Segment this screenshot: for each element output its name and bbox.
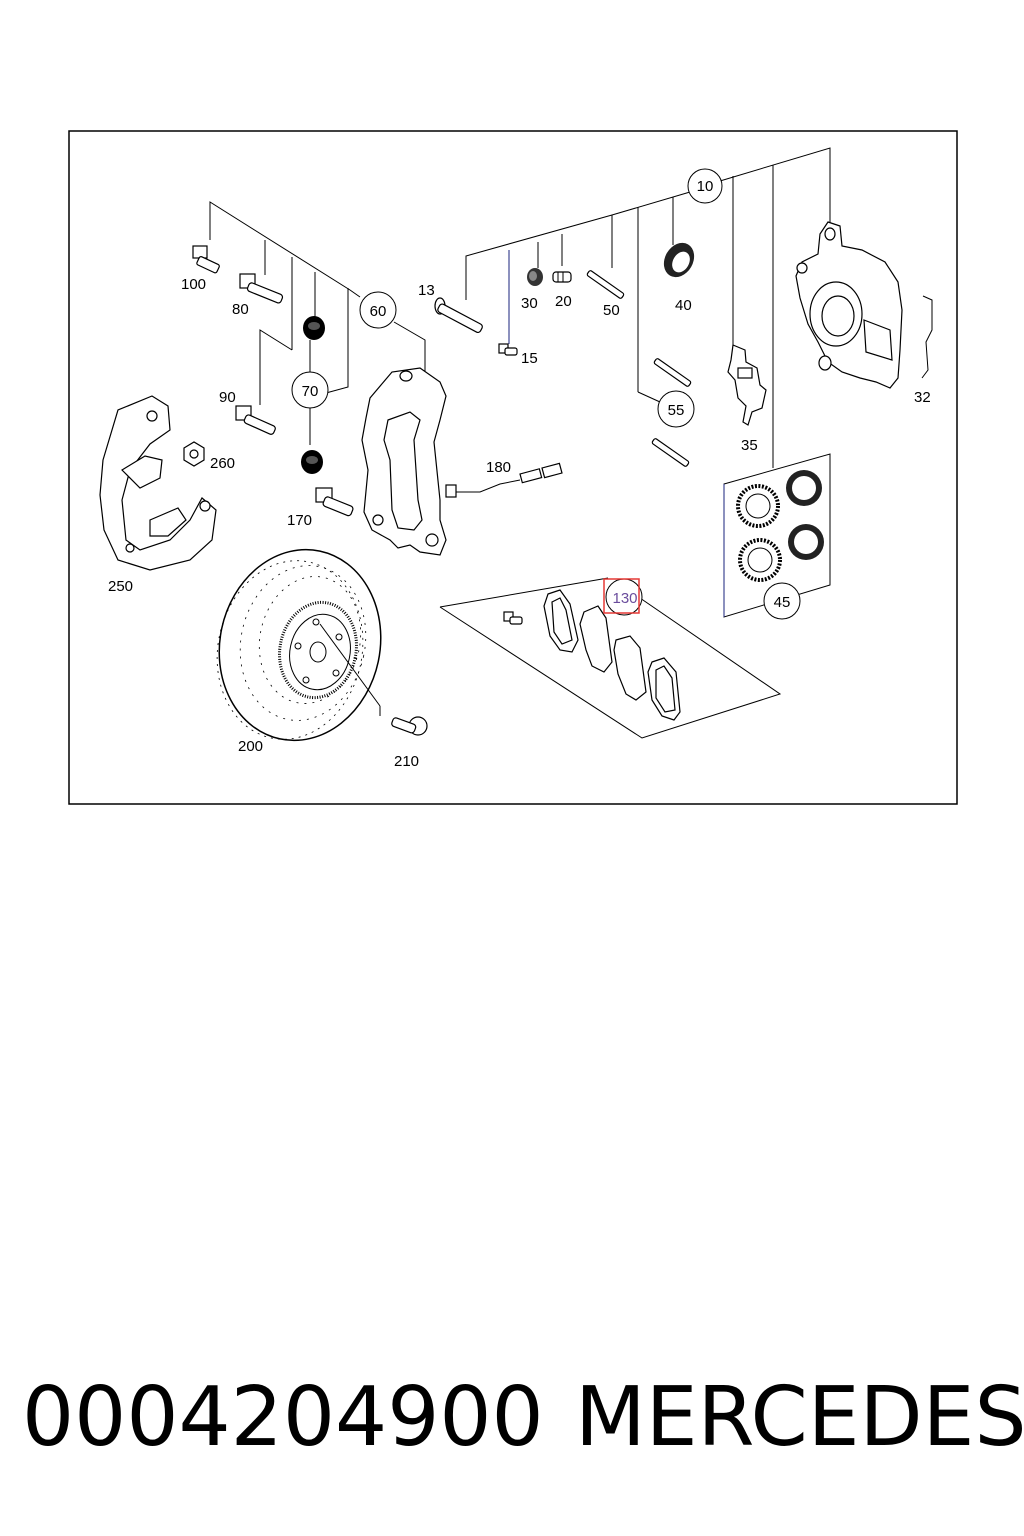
- callout-10: 10: [687, 168, 723, 204]
- cap-20-icon: [552, 271, 572, 283]
- wire-32-icon: [921, 295, 933, 379]
- callout-60-text: 60: [370, 303, 387, 320]
- brake-pad-left-icon: [579, 605, 613, 673]
- footer: 0004204900 MERCEDES: [0, 1370, 1024, 1470]
- boot-30-icon: [527, 268, 543, 286]
- label-90: 90: [219, 389, 236, 406]
- brand-name: MERCEDES: [575, 1370, 1024, 1465]
- wear-sensor-180-icon: [445, 462, 563, 498]
- brake-disc-200-icon: [216, 548, 382, 742]
- pin-50-icon: [586, 270, 625, 299]
- label-35: 35: [741, 437, 758, 454]
- label-40: 40: [675, 297, 692, 314]
- part-number: 0004204900: [22, 1370, 544, 1465]
- callout-10-text: 10: [697, 178, 714, 195]
- callout-130: 130: [603, 578, 643, 616]
- brake-pad-shim-right-icon: [647, 657, 681, 721]
- group-10-leaders: [465, 147, 831, 468]
- bolt-80-icon: [239, 273, 284, 304]
- callout-55: 55: [657, 390, 695, 428]
- caliper-bracket-60-icon: [361, 367, 447, 556]
- brake-pad-shim-left-icon: [543, 589, 579, 653]
- brake-pad-right-icon: [613, 635, 647, 701]
- spring-clip-35-icon: [727, 344, 767, 426]
- label-180: 180: [486, 459, 511, 476]
- caliper-housing-10-icon: [795, 221, 903, 389]
- seal-40-icon: [663, 242, 695, 278]
- brake-parts-diagram: 10 55 60 70 45 130 100 80 90 260 170 250…: [68, 130, 958, 805]
- label-13: 13: [418, 282, 435, 299]
- bushing-70-bottom-icon: [301, 450, 323, 474]
- dust-shield-250-icon: [99, 395, 217, 571]
- label-170: 170: [287, 512, 312, 529]
- callout-45: 45: [763, 582, 801, 620]
- group-130-box: [439, 577, 782, 739]
- label-50: 50: [603, 302, 620, 319]
- label-15: 15: [521, 350, 538, 367]
- seal-45-d-icon: [788, 524, 824, 560]
- nut-260-icon: [183, 441, 205, 467]
- pin-55-bottom-icon: [651, 438, 690, 467]
- label-200: 200: [238, 738, 263, 755]
- label-260: 260: [210, 455, 235, 472]
- pin-55-top-icon: [653, 358, 692, 387]
- callout-70-text: 70: [302, 383, 319, 400]
- callout-70: 70: [291, 371, 329, 409]
- label-100: 100: [181, 276, 206, 293]
- label-210: 210: [394, 753, 419, 770]
- seal-45-a-icon: [736, 484, 780, 528]
- callout-45-text: 45: [774, 594, 791, 611]
- diagram-frame: [68, 130, 958, 805]
- bushing-70-top-icon: [303, 316, 325, 340]
- label-30: 30: [521, 295, 538, 312]
- guide-pin-13-icon: [434, 297, 483, 334]
- group-60-leaders: [209, 201, 426, 445]
- pad-bolt-icon: [503, 611, 523, 625]
- callout-60: 60: [359, 291, 397, 329]
- seal-45-b-icon: [786, 470, 822, 506]
- bolt-15-icon: [498, 343, 518, 356]
- label-80: 80: [232, 301, 249, 318]
- callout-130-text: 130: [612, 590, 637, 607]
- callout-55-text: 55: [668, 402, 685, 419]
- label-32: 32: [914, 389, 931, 406]
- bolt-90-icon: [235, 405, 276, 435]
- highlight-box: [603, 578, 640, 614]
- label-20: 20: [555, 293, 572, 310]
- bolt-100-icon: [192, 245, 220, 274]
- screw-210-icon: [379, 706, 428, 736]
- bolt-170-icon: [315, 487, 354, 517]
- seal-45-c-icon: [738, 538, 782, 582]
- label-250: 250: [108, 578, 133, 595]
